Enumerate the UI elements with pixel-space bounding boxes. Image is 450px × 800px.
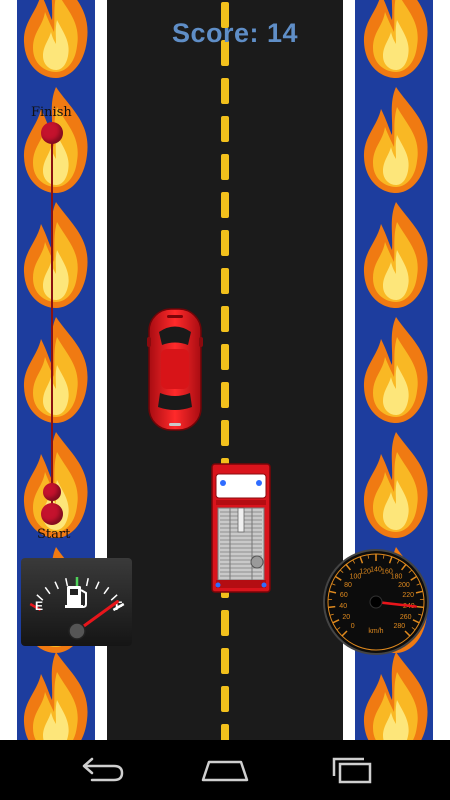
- flame-decoration: [19, 650, 93, 740]
- speed-needle-hub: [369, 595, 383, 609]
- speed-tick-label: 20: [342, 614, 350, 621]
- speed-tick-label: 0: [351, 623, 355, 630]
- speed-tick-label: 40: [339, 603, 347, 610]
- flame-decoration: [359, 315, 433, 425]
- speed-tick-label: 120: [359, 568, 371, 575]
- flame-decoration: [359, 430, 433, 540]
- speed-tick-label: 80: [344, 582, 352, 589]
- score-display: Score: 14: [150, 18, 320, 49]
- fuel-gauge-ticks: [29, 577, 125, 612]
- left-fire-border: [17, 0, 95, 740]
- lane-dash: [221, 686, 229, 712]
- flame-decoration: [19, 315, 93, 425]
- red-car: [147, 307, 203, 432]
- fuel-full-label: F: [115, 599, 122, 613]
- back-arrow-icon: [82, 757, 124, 782]
- recent-apps-icon: [332, 757, 372, 784]
- flame-decoration: [359, 0, 433, 80]
- score-label: Score:: [171, 18, 259, 48]
- progress-position-marker: [43, 483, 61, 501]
- home-button[interactable]: [195, 750, 255, 790]
- speed-tick-label: 60: [340, 592, 348, 599]
- fuel-empty-label: E: [35, 599, 43, 613]
- flame-decoration: [19, 0, 93, 80]
- speed-tick-label: 180: [391, 574, 403, 581]
- lane-dash: [221, 230, 229, 256]
- home-icon: [201, 760, 249, 782]
- finish-marker: [41, 122, 63, 144]
- speed-tick-label: 100: [350, 574, 362, 581]
- fuel-needle-hub: [68, 622, 86, 640]
- lane-dash: [221, 420, 229, 446]
- lane-dash: [221, 344, 229, 370]
- finish-label: Finish: [31, 105, 72, 120]
- flame-decoration: [359, 200, 433, 310]
- navigation-bar: [0, 740, 450, 800]
- flame-decoration: [359, 85, 433, 195]
- progress-track: [51, 132, 53, 514]
- lane-dash: [221, 724, 229, 740]
- back-button[interactable]: [70, 750, 130, 790]
- speed-tick-label: 200: [398, 582, 410, 589]
- fuel-pump-icon: [65, 586, 87, 608]
- recent-apps-button[interactable]: [322, 750, 382, 790]
- speed-unit-label: km/h: [368, 628, 383, 635]
- speed-tick-label: 220: [402, 592, 414, 599]
- speedometer: 020406080100120140160180200220240260280 …: [322, 548, 430, 656]
- lane-dash: [221, 2, 229, 28]
- fuel-gauge: E F: [21, 558, 132, 646]
- lane-dash: [221, 648, 229, 674]
- start-label: Start: [37, 527, 71, 542]
- road: [107, 0, 343, 740]
- lane-dash: [221, 268, 229, 294]
- speed-needle: [374, 600, 417, 608]
- speed-tick-label: 140: [370, 567, 382, 574]
- lane-dash: [221, 306, 229, 332]
- lane-dash: [221, 116, 229, 142]
- lane-dash: [221, 78, 229, 104]
- speedometer-ticks: [328, 554, 424, 637]
- lane-dash: [221, 40, 229, 66]
- speed-tick-label: 260: [400, 614, 412, 621]
- lane-dash: [221, 154, 229, 180]
- flame-decoration: [19, 200, 93, 310]
- speed-tick-label: 160: [381, 568, 393, 575]
- score-value: 14: [267, 18, 299, 48]
- lane-dash: [221, 610, 229, 636]
- start-marker: [41, 503, 63, 525]
- flame-decoration: [359, 650, 433, 740]
- lane-dash: [221, 382, 229, 408]
- fire-truck: [210, 462, 272, 594]
- lane-dash: [221, 192, 229, 218]
- game-stage[interactable]: Score: 14 Finish Start E F: [0, 0, 450, 740]
- speed-tick-label: 280: [393, 623, 405, 630]
